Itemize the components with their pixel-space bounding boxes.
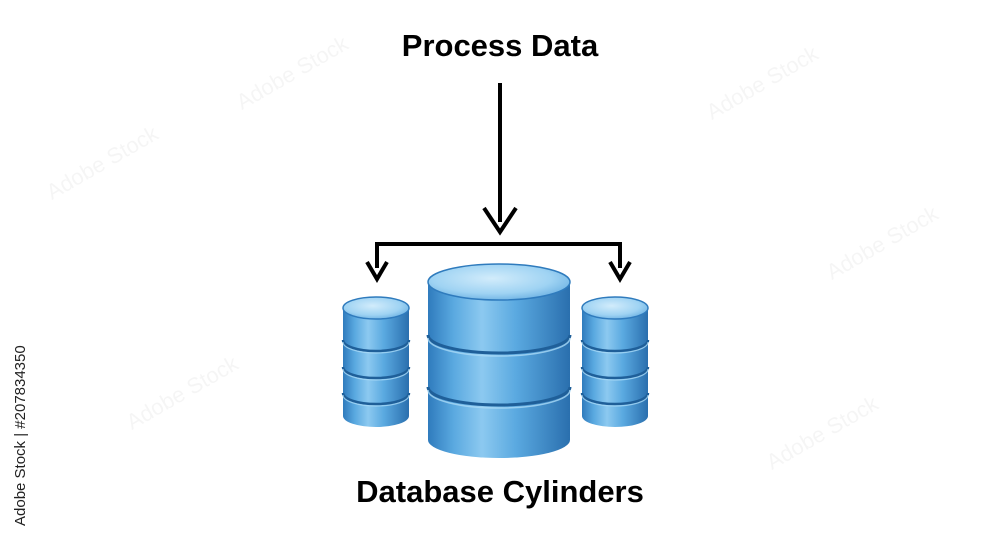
- arrow-down-icon: [482, 206, 518, 236]
- database-cylinder-small-left: [341, 296, 411, 427]
- flow-arrows: [375, 83, 622, 268]
- arrow-down-icon: [365, 260, 389, 283]
- split-bracket: [375, 242, 622, 268]
- arrow-down-icon: [608, 260, 632, 283]
- database-cylinder-large-center: [426, 263, 572, 458]
- process-data-label: Process Data: [401, 28, 599, 63]
- database-cylinder-small-right: [580, 296, 650, 427]
- database-cylinders-label: Database Cylinders: [356, 474, 644, 509]
- arrow-heads: [365, 206, 632, 283]
- stock-credit-text: Adobe Stock | #207834350: [12, 345, 29, 526]
